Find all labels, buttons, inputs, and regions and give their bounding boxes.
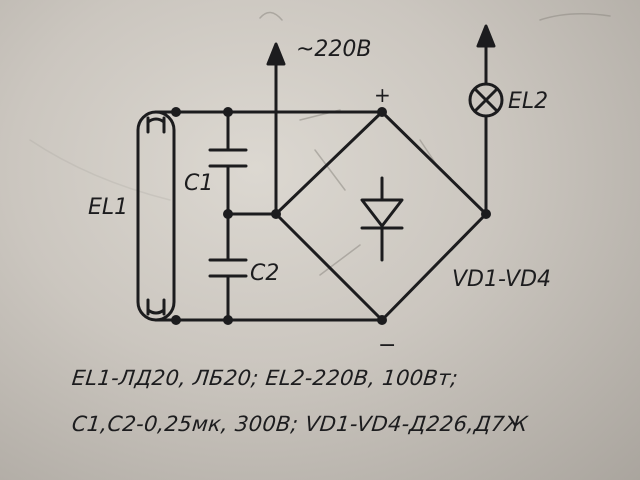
capacitor-c2-symbol: [208, 258, 248, 278]
diode-bridge-label: VD1-VD4: [452, 267, 551, 292]
wires: [154, 38, 488, 322]
arrow-head-supply: [266, 42, 286, 66]
bridge-plus-terminal-label: +: [374, 83, 391, 107]
supply-voltage-label: ~220В: [296, 37, 372, 62]
parts-list-line-2: C1,C2-0,25мк, 300В; VD1-VD4-Д226,Д7Ж: [70, 412, 529, 436]
lamp-el1-label: EL1: [88, 195, 128, 220]
bridge-minus-terminal-label: −: [378, 333, 396, 358]
parts-list-line-1: EL1-ЛД20, ЛБ20; EL2-220В, 100Вт;: [70, 366, 460, 390]
capacitor-c1-symbol: [208, 148, 248, 168]
junction-dots: [171, 107, 491, 325]
arrow-head-lamp: [476, 24, 496, 48]
capacitor-c1-label: C1: [184, 171, 213, 196]
background-stains: [29, 11, 611, 276]
capacitor-c2-label: C2: [250, 261, 279, 286]
lamp-el2-label: EL2: [508, 89, 548, 114]
indicator-lamp-el2-symbol: [468, 82, 504, 118]
fluorescent-lamp-el1-symbol: [136, 110, 176, 322]
